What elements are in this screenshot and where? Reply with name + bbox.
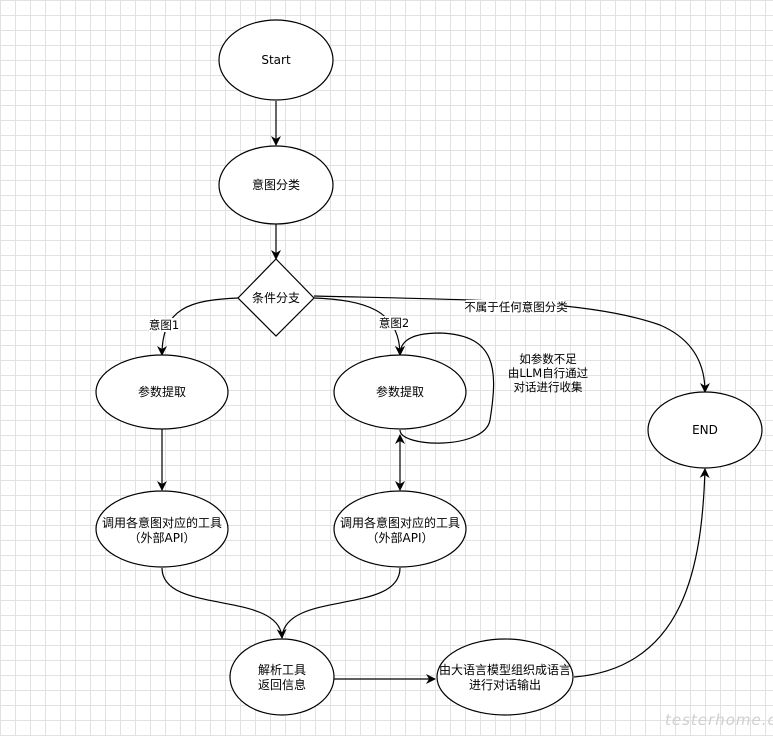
edge-tool1-to-parse [161,567,287,639]
node-call-tool-1-label-line2: （外部API） [129,530,196,545]
node-parse-tool-label-line2: 返回信息 [258,677,306,692]
edge-label-no-intent: 不属于任何意图分类 [464,300,568,314]
node-start [218,19,334,101]
edge-llm-to-end [573,468,710,678]
node-call-tool-1 [95,490,229,568]
edge-param-loop [395,332,495,444]
node-param-extract-2 [333,354,467,430]
node-param-extract-1-label: 参数提取 [138,384,186,399]
node-call-tool-2 [333,490,467,568]
edge-tool2-to-parse [281,567,401,639]
node-llm-output-label-line2: 进行对话输出 [469,677,541,692]
node-call-tool-2-label-line1: 调用各意图对应的工具 [340,515,460,530]
edge-condition-to-intent2 [313,297,405,356]
node-parse-tool [229,638,335,716]
node-param-extract-1 [95,354,229,430]
node-condition-branch-label: 条件分支 [252,291,300,305]
node-llm-output-label-line1: 由大语言模型组织成语言 [439,663,571,677]
node-parse-tool-label-line1: 解析工具 [258,663,306,677]
node-condition-branch [237,258,315,337]
watermark: testerhome.com [665,711,773,729]
edge-condition-to-intent1 [157,297,239,356]
edge-label-intent2: 意图2 [379,316,409,330]
node-llm-output [436,638,574,716]
node-start-label: Start [261,53,291,67]
node-end [647,391,763,469]
node-intent-classify [218,145,334,225]
node-end-label: END [692,423,718,437]
edge-label-intent1: 意图1 [149,318,179,332]
loop-note-line1: 如参数不足 [519,352,577,366]
loop-note-line3: 对话进行收集 [514,380,583,394]
node-call-tool-2-label-line2: （外部API） [367,530,434,545]
loop-note-line2: 由LLM自行通过 [508,366,589,380]
edge-condition-to-end [313,295,710,393]
node-intent-classify-label: 意图分类 [252,177,300,192]
node-param-extract-2-label: 参数提取 [376,384,424,399]
node-call-tool-1-label-line1: 调用各意图对应的工具 [102,515,222,530]
